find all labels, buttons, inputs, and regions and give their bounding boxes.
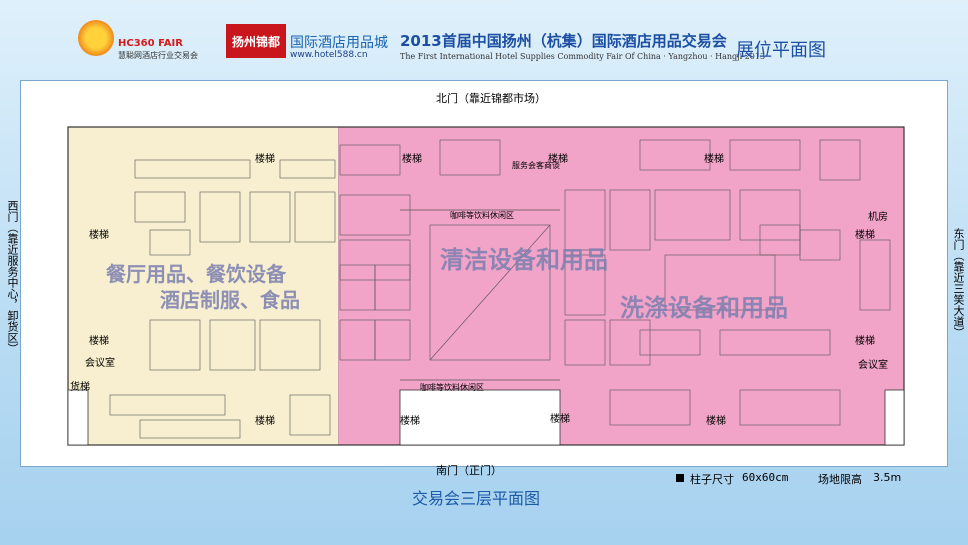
meeting-room-east: 会议室 — [858, 360, 888, 371]
brand-logo: 扬州锦都 — [226, 24, 286, 58]
height-limit-label: 场地限高 — [818, 473, 862, 486]
stair-label-west: 楼梯 — [89, 230, 109, 241]
header: HC360 FAIR 慧聪网酒店行业交易会 扬州锦都 国际酒店用品城 www.h… — [0, 0, 968, 76]
stair-label-nc: 楼梯 — [548, 154, 568, 165]
hc360-sun-logo-icon — [78, 20, 114, 56]
page-title: 展位平面图 — [736, 40, 826, 61]
fair-title-en: The First International Hotel Supplies C… — [400, 52, 766, 61]
escalator-line — [429, 224, 551, 361]
zone-label-cleaning: 清洁设备和用品 — [440, 246, 608, 274]
zone-label-catering: 餐厅用品、餐饮设备 — [106, 262, 286, 286]
stair-label-sc: 楼梯 — [550, 414, 570, 425]
meeting-room-west: 会议室 — [85, 358, 115, 369]
stair-label-se: 楼梯 — [706, 416, 726, 427]
hc360-subtitle: 慧聪网酒店行业交易会 — [118, 51, 198, 60]
stair-label-sw: 楼梯 — [255, 416, 275, 427]
sw-notch — [67, 389, 89, 446]
south-gate: 南门（正门） — [436, 464, 502, 477]
stair-label-nw: 楼梯 — [255, 154, 275, 165]
height-limit-value: 3.5m — [873, 471, 902, 484]
booth-grid-left — [109, 159, 336, 439]
cafe-label-north: 咖啡等饮料休闲区 — [450, 211, 514, 220]
brand-url: www.hotel588.cn — [290, 50, 368, 60]
brand-name: 国际酒店用品城 — [290, 35, 388, 51]
zone-catering-fill — [68, 127, 338, 445]
south-atrium — [399, 389, 561, 446]
se-notch — [884, 389, 905, 446]
column-square-icon — [676, 474, 684, 482]
column-size-label: 柱子尺寸 — [690, 473, 734, 486]
machine-room: 机房 — [868, 212, 888, 223]
stair-label-east2: 楼梯 — [855, 336, 875, 347]
zone-label-uniform: 酒店制服、食品 — [160, 288, 300, 312]
bottom-title: 交易会三层平面图 — [412, 489, 541, 508]
cafe-label-south: 咖啡等饮料休闲区 — [420, 383, 484, 392]
zone-label-laundry: 洗涤设备和用品 — [620, 294, 788, 322]
stair-label-ne: 楼梯 — [704, 154, 724, 165]
hc360-logo-text: HC360 FAIR — [118, 38, 183, 49]
freight-lift-west: 货梯 — [70, 382, 90, 393]
stair-label-east: 楼梯 — [855, 230, 875, 241]
stair-label-n: 楼梯 — [402, 154, 422, 165]
west-gate: 西门（靠近服务中心，卸货区） — [6, 200, 19, 354]
stair-label-s: 楼梯 — [400, 416, 420, 427]
service-area: 服务会客商谈 — [512, 161, 560, 170]
north-gate: 北门（靠近锦都市场） — [436, 92, 546, 105]
column-size-value: 60x60cm — [742, 471, 789, 484]
east-gate: 东门（靠近三笑大道） — [952, 228, 965, 338]
fair-title-cn: 2013首届中国扬州（杭集）国际酒店用品交易会 — [400, 32, 727, 50]
stair-label-west2: 楼梯 — [89, 336, 109, 347]
